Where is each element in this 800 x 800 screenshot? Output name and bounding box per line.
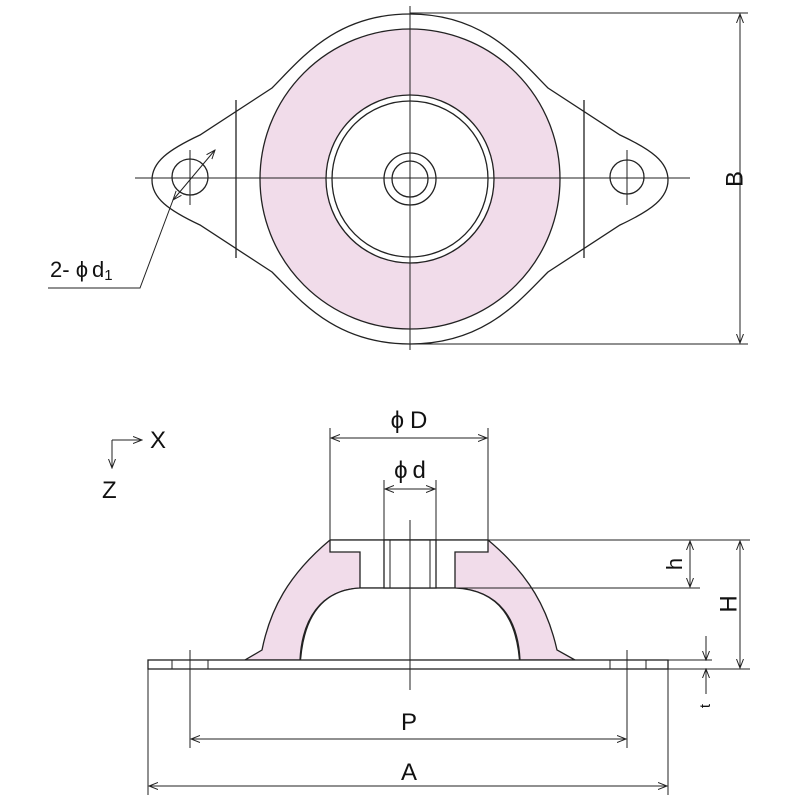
dim-t-label: t bbox=[697, 703, 714, 708]
hole-leader-line bbox=[48, 199, 174, 289]
hole-callout-subscript: 1 bbox=[104, 267, 112, 284]
hole-callout-letter: d bbox=[92, 257, 104, 282]
dim-A-label: A bbox=[401, 759, 417, 786]
dim-phiD-symbol: ϕ bbox=[391, 407, 404, 434]
dim-P-label: P bbox=[401, 709, 417, 736]
hole-callout-prefix: 2- bbox=[50, 257, 76, 282]
dim-B-label: B bbox=[721, 171, 748, 187]
axis-z-label: Z bbox=[102, 477, 117, 504]
top-view bbox=[48, 6, 748, 350]
axis-x-label: X bbox=[150, 427, 166, 454]
dim-H-label: H bbox=[715, 595, 742, 612]
dim-phid-symbol: ϕ bbox=[394, 457, 407, 484]
hole-callout-symbol: ϕ bbox=[76, 257, 88, 282]
base-plate bbox=[147, 659, 669, 670]
dim-h-label: h bbox=[662, 558, 687, 570]
dim-phiD-letter: D bbox=[410, 407, 427, 434]
dim-phid-letter: d bbox=[413, 457, 426, 484]
side-view bbox=[112, 428, 750, 795]
hole-leader-arrow bbox=[173, 150, 215, 200]
